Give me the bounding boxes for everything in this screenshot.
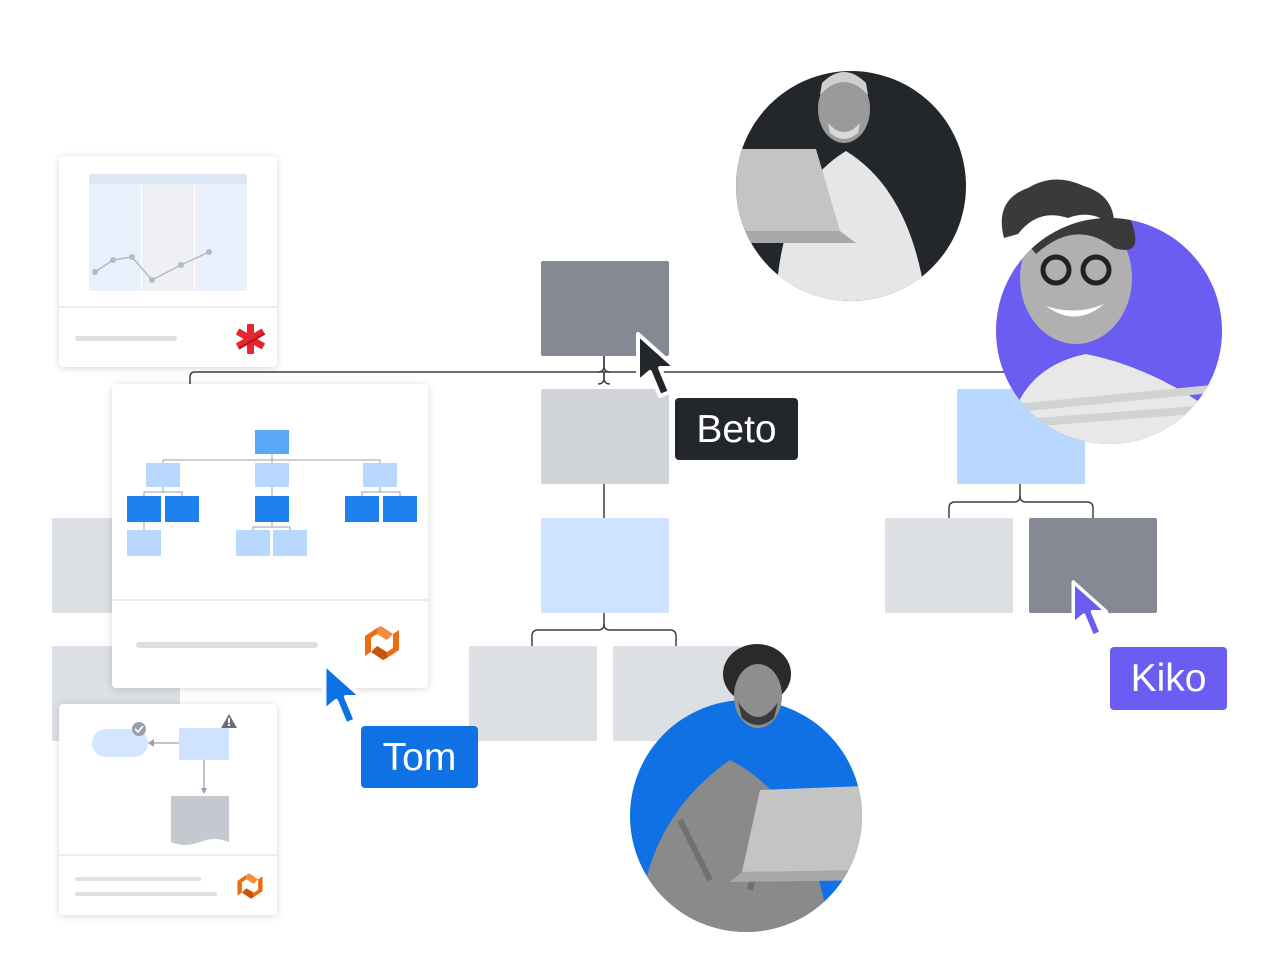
org-node-center-level2[interactable]	[541, 518, 669, 613]
person-laptop-silhouette-icon	[736, 72, 926, 301]
arrow-cursor-icon	[636, 332, 678, 398]
person-laptop-silhouette-icon	[638, 760, 862, 932]
orange-bracket-logo-icon	[365, 626, 399, 660]
chart-template-card[interactable]	[59, 156, 277, 367]
org-node-center-level3-left[interactable]	[469, 646, 597, 741]
curly-hair-overflow	[1001, 179, 1115, 238]
orgchart-template-preview	[112, 430, 428, 648]
flowchart-template-preview	[59, 714, 277, 896]
orange-bracket-logo-icon	[237, 873, 263, 899]
org-node-right-level2-left[interactable]	[885, 518, 1013, 613]
person-smiling-glasses-avatar	[996, 218, 1222, 444]
red-asterisk-logo-icon	[236, 324, 266, 354]
arrow-cursor-icon	[1071, 580, 1109, 638]
person-with-laptop-bottom-avatar	[630, 700, 862, 932]
flowchart-template-card[interactable]	[59, 704, 277, 915]
cursor-label-kiko: Kiko	[1110, 647, 1227, 710]
chart-template-preview	[59, 174, 277, 341]
orgchart-template-card[interactable]	[112, 384, 428, 688]
person-with-laptop-top-avatar	[736, 71, 966, 301]
person-head-overflow	[723, 644, 791, 728]
org-node-center-level1[interactable]	[541, 389, 669, 484]
cursor-label-tom: Tom	[361, 726, 478, 788]
arrow-cursor-icon	[322, 661, 364, 727]
person-smiling-silhouette-icon	[1006, 218, 1222, 444]
cursor-label-beto: Beto	[675, 398, 798, 460]
org-node-right-level2-right[interactable]	[1029, 518, 1157, 613]
